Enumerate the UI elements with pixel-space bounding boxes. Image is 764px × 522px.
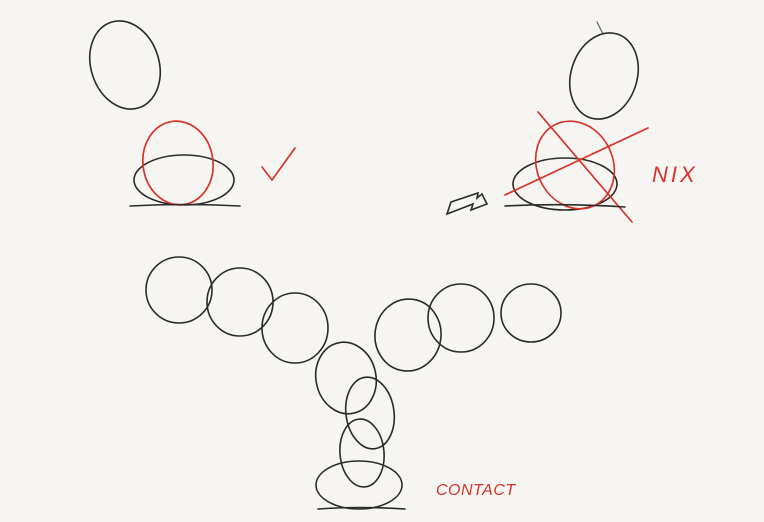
ground-line-bottom: [317, 506, 406, 510]
bounce-circle-8: [427, 283, 495, 353]
bounce-circle-7: [374, 298, 442, 372]
check-icon: [261, 147, 296, 182]
bounce-circle-2: [206, 267, 274, 337]
bounce-circle-4: [314, 341, 378, 415]
red-correction-oval: [142, 120, 214, 206]
bounce-sequence: CONTACT: [145, 256, 562, 510]
squashed-ball-oval-right: [512, 157, 618, 211]
arrow-icon: [445, 191, 489, 216]
red-cross-line-1: [537, 111, 633, 223]
red-cross-line-2: [504, 127, 649, 196]
bounce-circle-6: [339, 418, 385, 488]
squashed-ball-oval: [133, 154, 235, 206]
falling-ball-oval-right: [568, 32, 640, 120]
motion-tick: [596, 21, 604, 35]
bounce-circle-3: [261, 292, 329, 364]
bounce-circle-1: [145, 256, 213, 324]
bounce-contact-oval: [315, 460, 403, 510]
bounce-circle-5: [344, 376, 396, 450]
falling-ball-oval: [89, 20, 161, 110]
incorrect-example: NIX: [445, 21, 698, 223]
correct-example: [89, 20, 296, 207]
nix-label: NIX: [652, 162, 698, 187]
ground-line-right: [504, 203, 626, 208]
bounce-circle-9: [500, 283, 562, 343]
contact-label: CONTACT: [436, 482, 516, 499]
ground-line: [129, 203, 241, 207]
